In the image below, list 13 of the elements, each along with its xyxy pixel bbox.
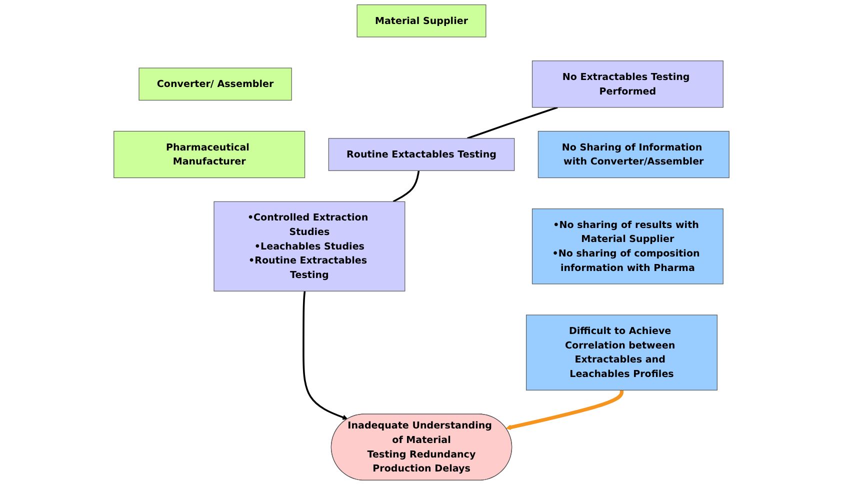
node-box: •Controlled Extraction Studies •Leachables Studies •Routine Extractables Testing xyxy=(214,201,406,292)
node-box: Routine Extactables Testing xyxy=(328,138,515,171)
node-box: Difficult to Achieve Correlation between Extractables and Leachables Profiles xyxy=(526,314,718,390)
connector xyxy=(467,106,558,140)
arrow xyxy=(506,390,624,430)
connector xyxy=(392,170,420,202)
node-box: No Extractables Testing Performed xyxy=(532,60,724,108)
node-box: Pharmaceutical Manufacturer xyxy=(114,130,306,178)
node-box: Converter/ Assembler xyxy=(138,68,292,101)
node-box: No Sharing of Information with Converter/Assembler xyxy=(538,130,730,178)
node-box: Material Supplier xyxy=(356,4,486,38)
arrow xyxy=(302,291,348,420)
node-box: •No sharing of results with Material Supplier •No sharing of composition information with Pharma xyxy=(532,208,724,284)
